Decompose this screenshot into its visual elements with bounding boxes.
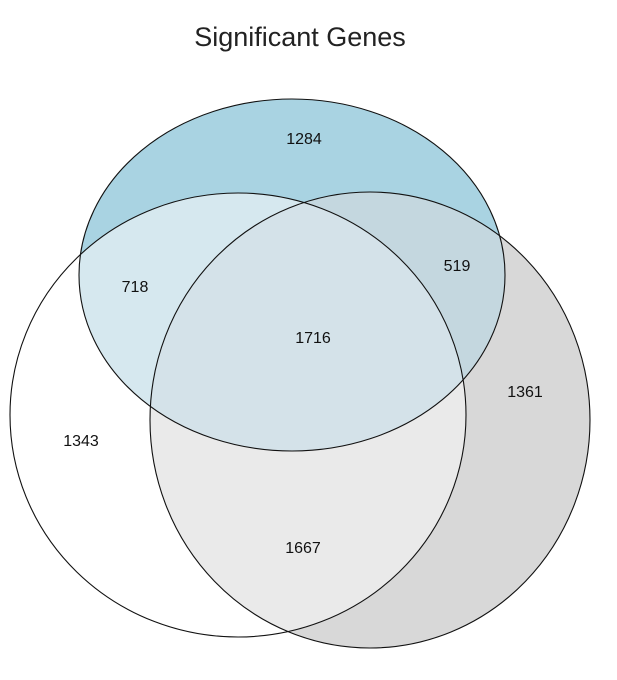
count-white-grey: 1667 — [285, 540, 321, 557]
set-outlines — [9, 98, 591, 649]
diagram-title: Significant Genes — [194, 22, 406, 52]
region-counts: 1284 718 519 1716 1343 1361 1667 — [63, 131, 543, 557]
count-blue-only: 1284 — [286, 131, 322, 148]
set-white-outline — [9, 192, 467, 638]
count-white-blue: 718 — [122, 279, 149, 296]
count-all-three: 1716 — [295, 330, 331, 347]
set-fills — [10, 99, 590, 648]
count-white-only: 1343 — [63, 433, 99, 450]
set-grey-outline — [149, 191, 591, 649]
triple-overlap-fill — [150, 193, 466, 451]
count-grey-only: 1361 — [507, 384, 543, 401]
count-blue-grey: 519 — [444, 258, 471, 275]
set-blue-outline — [78, 98, 506, 452]
